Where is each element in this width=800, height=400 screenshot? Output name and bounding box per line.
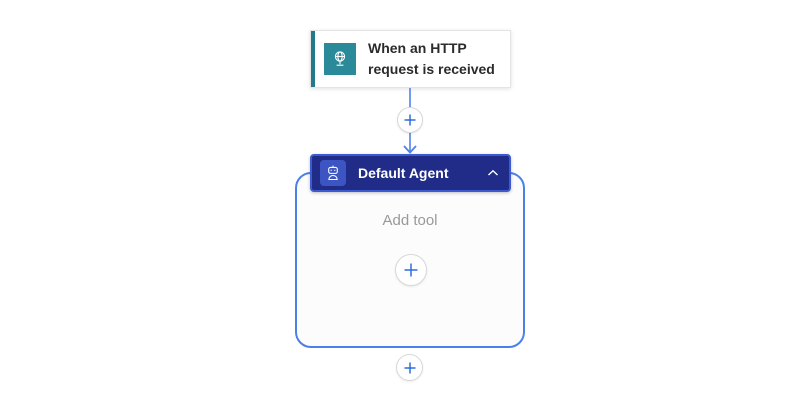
agent-header-card[interactable]: Default Agent <box>310 154 511 192</box>
collapse-button[interactable] <box>487 169 499 177</box>
agent-name-label: Default Agent <box>358 165 449 181</box>
trigger-title: When an HTTP request is received <box>368 40 495 77</box>
agent-scope-container: Add tool <box>295 172 525 348</box>
plus-icon <box>404 362 415 373</box>
add-action-button[interactable] <box>396 354 423 381</box>
chevron-up-icon <box>488 169 498 176</box>
trigger-accent-stripe <box>311 31 315 87</box>
plus-icon <box>404 263 418 277</box>
http-request-globe-icon <box>324 43 356 75</box>
bot-icon <box>320 160 346 186</box>
plus-icon <box>404 114 416 126</box>
insert-step-button[interactable] <box>397 107 423 133</box>
add-tool-placeholder: Add tool <box>382 212 438 229</box>
add-tool-button[interactable] <box>395 254 427 286</box>
trigger-card-http-request[interactable]: When an HTTP request is received <box>310 30 511 88</box>
